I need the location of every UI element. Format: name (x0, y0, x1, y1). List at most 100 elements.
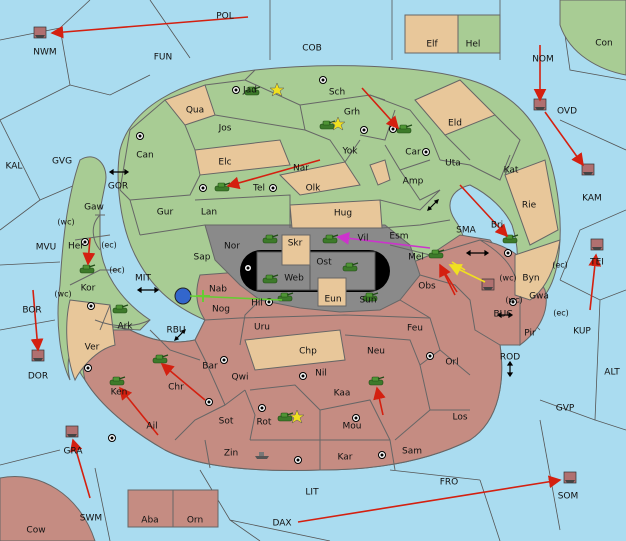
label-cow: Cow (26, 526, 45, 536)
svg-text:Jad: Jad (242, 86, 257, 96)
label-pol: POL (216, 12, 234, 22)
svg-text:Mou: Mou (343, 422, 362, 432)
svg-text:Lan: Lan (201, 208, 217, 218)
svg-text:Rie: Rie (522, 201, 537, 211)
svg-text:Car: Car (405, 148, 421, 158)
svg-text:(wc): (wc) (505, 296, 522, 305)
svg-text:Nor: Nor (224, 242, 240, 252)
land-orn[interactable] (172, 489, 219, 528)
land-rie (504, 159, 559, 246)
label-gvg: GVG (52, 157, 72, 167)
svg-text:Chr: Chr (168, 383, 184, 393)
land-labels: Elf Hel Jad Sch Qua Grh Jos Eld Car Can … (68, 40, 549, 526)
svg-text:Her: Her (68, 242, 84, 252)
label-kam: KAM (582, 194, 602, 204)
svg-text:Los: Los (452, 413, 467, 423)
tan-provinces (66, 79, 561, 382)
land-elf[interactable] (404, 14, 459, 54)
coast-labels: (wc) (ec) (ec) (wc) (wc) (ec) (wc) (ec) (54, 218, 568, 318)
svg-text:Hil: Hil (251, 299, 263, 309)
svg-text:Sam: Sam (402, 447, 422, 457)
svg-text:Nog: Nog (212, 305, 230, 315)
svg-text:(ec): (ec) (552, 261, 568, 270)
svg-text:Vil: Vil (358, 234, 369, 244)
sea-labels: POL NWM FUN COB NOM Con OVD KAL GVG GOR … (6, 12, 621, 536)
svg-text:Jos: Jos (218, 124, 232, 134)
label-ovd: OVD (557, 107, 577, 117)
svg-text:(ec): (ec) (553, 309, 569, 318)
label-gor: GOR (108, 182, 128, 192)
land-chp (244, 329, 346, 371)
svg-text:(ec): (ec) (109, 266, 125, 275)
svg-text:Grh: Grh (344, 108, 360, 118)
label-nwm: NWM (33, 48, 56, 58)
label-mit: MIT (135, 274, 151, 284)
svg-text:Esm: Esm (389, 232, 408, 242)
svg-text:Hug: Hug (334, 209, 352, 219)
label-lit: LIT (305, 488, 319, 498)
svg-text:Chp: Chp (299, 347, 317, 357)
land-byn (514, 239, 561, 301)
label-kup: KUP (573, 327, 591, 337)
svg-text:(wc): (wc) (57, 218, 74, 227)
label-con: Con (595, 39, 613, 49)
svg-text:Gur: Gur (157, 208, 174, 218)
svg-text:Can: Can (136, 151, 154, 161)
svg-text:Byn: Byn (522, 274, 539, 284)
svg-text:Obs: Obs (418, 282, 436, 292)
label-fun: FUN (154, 53, 173, 63)
land-hel[interactable] (457, 14, 501, 54)
svg-text:Ver: Ver (85, 343, 100, 353)
label-fro: FRO (440, 478, 459, 488)
svg-text:Elf: Elf (426, 40, 438, 50)
svg-text:Kar: Kar (338, 453, 353, 463)
svg-text:(wc): (wc) (54, 290, 71, 299)
svg-text:Gaw: Gaw (84, 203, 104, 213)
svg-text:Bar: Bar (202, 362, 218, 372)
svg-text:(wc): (wc) (499, 274, 516, 283)
svg-text:Nar: Nar (293, 164, 309, 174)
land-olk (278, 161, 361, 196)
svg-text:Skr: Skr (288, 239, 303, 249)
svg-text:Rot: Rot (257, 418, 272, 428)
svg-text:Ken: Ken (111, 388, 128, 398)
svg-text:Yok: Yok (341, 147, 358, 157)
svg-text:Nil: Nil (315, 369, 327, 379)
label-alt: ALT (604, 368, 620, 378)
svg-text:Eld: Eld (448, 119, 462, 129)
label-tei: TEI (589, 258, 604, 268)
svg-text:Kat: Kat (504, 166, 519, 176)
strait-markers (108, 168, 514, 378)
svg-text:Uta: Uta (445, 159, 461, 169)
land-skr[interactable] (281, 234, 311, 266)
svg-text:Orn: Orn (187, 516, 203, 526)
svg-text:Uru: Uru (254, 323, 270, 333)
land-eun[interactable] (317, 277, 347, 307)
svg-text:Hel: Hel (466, 40, 481, 50)
svg-text:Web: Web (284, 274, 304, 284)
svg-text:Amp: Amp (403, 177, 424, 187)
svg-text:Eun: Eun (324, 295, 341, 305)
label-bor: BOR (22, 306, 41, 316)
svg-text:Mel: Mel (408, 253, 424, 263)
svg-text:Kaa: Kaa (334, 389, 351, 399)
label-buc: BUC (493, 310, 512, 320)
label-gra: GRA (63, 447, 83, 457)
label-gvp: GVP (556, 404, 575, 414)
svg-text:Aba: Aba (141, 516, 158, 526)
svg-text:Gwa: Gwa (529, 292, 549, 302)
label-dax: DAX (272, 519, 291, 529)
dislodge-stars (269, 82, 346, 424)
label-rod: ROD (500, 353, 520, 363)
label-dor: DOR (28, 372, 48, 382)
svg-text:Bri: Bri (491, 221, 503, 231)
svg-text:Ost: Ost (316, 258, 332, 268)
svg-text:Elc: Elc (218, 158, 231, 168)
svg-text:Sch: Sch (329, 88, 345, 98)
label-cob: COB (302, 44, 322, 54)
land-ver (66, 299, 116, 382)
svg-text:Nab: Nab (209, 285, 227, 295)
svg-text:Ark: Ark (117, 322, 133, 332)
svg-text:Orl: Orl (445, 358, 458, 368)
